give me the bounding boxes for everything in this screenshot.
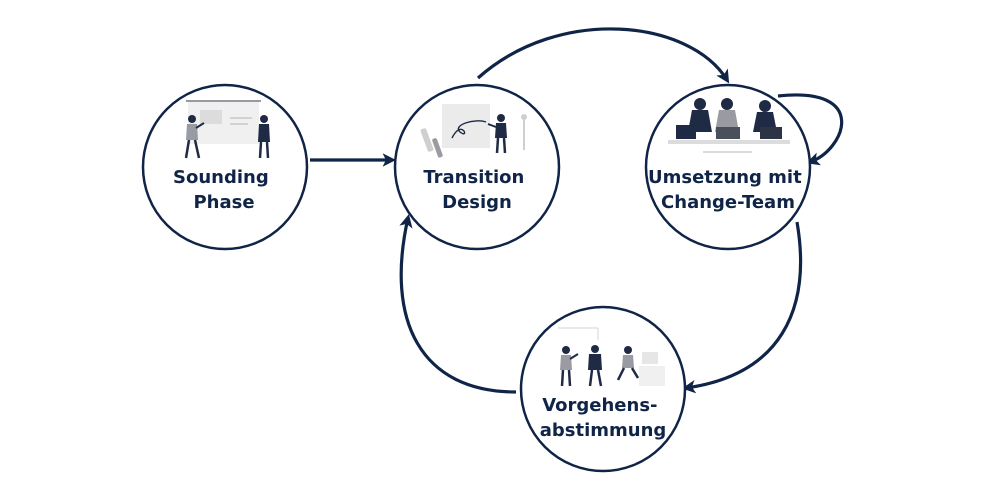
label-line-2: Phase xyxy=(193,192,254,213)
node-vorgehen: Vorgehens- abstimmung xyxy=(519,305,687,473)
drawing-illustration xyxy=(420,104,527,158)
edges xyxy=(310,27,844,394)
node-circle xyxy=(519,305,687,473)
arrow-umsetzung-to-vorgehen xyxy=(682,221,803,394)
node-label-vorgehen: Vorgehens- abstimmung xyxy=(540,395,667,441)
node-label-umsetzung: Umsetzung mit Change-Team xyxy=(648,167,808,213)
label-line-1: Vorgehens- xyxy=(542,395,657,416)
label-line-2: abstimmung xyxy=(540,420,667,441)
label-line-2: Design xyxy=(442,192,512,213)
arrow-vorgehen-to-transition xyxy=(399,214,517,394)
arrow-umsetzung-self-loop xyxy=(777,93,844,166)
node-transition: Transition Design xyxy=(393,83,561,251)
node-label-sounding: Sounding Phase xyxy=(173,167,275,213)
presentation-illustration xyxy=(184,100,270,159)
arrow-transition-to-umsetzung xyxy=(476,27,730,84)
node-circle xyxy=(393,83,561,251)
team-meeting-illustration xyxy=(668,98,790,153)
label-line-1: Sounding xyxy=(173,167,269,188)
node-label-transition: Transition Design xyxy=(423,167,530,213)
node-sounding: Sounding Phase xyxy=(141,83,309,251)
label-line-2: Change-Team xyxy=(661,192,795,213)
label-line-1: Umsetzung mit xyxy=(648,167,802,188)
node-umsetzung: Umsetzung mit Change-Team xyxy=(644,83,812,251)
label-line-1: Transition xyxy=(423,167,524,188)
discussion-illustration xyxy=(558,327,665,387)
